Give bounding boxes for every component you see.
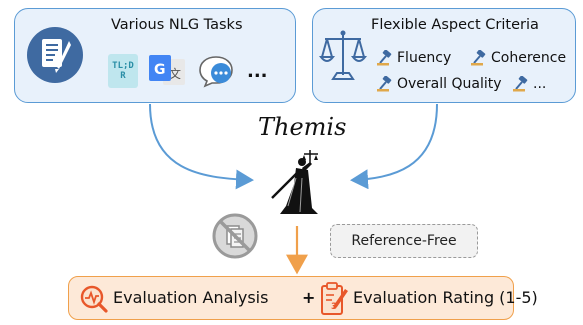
plus-sign: + [302, 288, 316, 307]
criterion-more: ... [513, 76, 546, 92]
themis-title: Themis [258, 113, 347, 141]
chat-bubble-icon [199, 56, 233, 88]
translate-icon: 文 G [149, 55, 185, 85]
gavel-icon [471, 50, 486, 66]
criterion-fluency-label: Fluency [397, 50, 452, 66]
gavel-icon [377, 76, 392, 92]
rating-icon-number: 3 [331, 302, 338, 312]
criterion-overall-quality-label: Overall Quality [397, 76, 502, 92]
svg-text:G: G [154, 62, 166, 78]
arrow-criteria-to-themis [350, 103, 438, 190]
aspect-criteria-panel: Flexible Aspect Criteria Fluency [312, 8, 576, 103]
criterion-coherence: Coherence [471, 50, 566, 66]
evaluation-analysis-label: Evaluation Analysis [113, 288, 269, 307]
tasks-title: Various NLG Tasks [111, 17, 243, 33]
balance-scale-icon [319, 30, 367, 80]
tldr-summarization-icon: TL;DR [108, 54, 138, 88]
criterion-fluency: Fluency [377, 50, 451, 66]
evaluation-output-bar: Evaluation Analysis + 3 Evaluation Ratin… [68, 276, 538, 320]
criteria-title: Flexible Aspect Criteria [371, 17, 539, 33]
writing-document-icon [27, 27, 83, 83]
themis-statue-icon [271, 150, 318, 214]
magnifier-analysis-icon [80, 285, 108, 313]
gavel-icon [377, 50, 392, 66]
tldr-text: TL;DR [112, 61, 134, 81]
reference-free-label: Reference-Free [351, 233, 457, 249]
reference-free-box: Reference-Free [330, 224, 478, 258]
svg-text:文: 文 [169, 66, 181, 81]
criterion-more-label: ... [533, 76, 547, 92]
evaluation-rating-label: Evaluation Rating (1-5) [353, 288, 538, 307]
more-tasks-ellipsis: ... [247, 61, 268, 82]
criterion-overall-quality: Overall Quality [377, 76, 502, 92]
rating-clipboard-icon [321, 282, 348, 315]
gavel-icon [513, 76, 528, 92]
arrow-tasks-to-themis [149, 103, 254, 190]
no-reference-document-icon [212, 213, 258, 259]
criterion-coherence-label: Coherence [491, 50, 567, 66]
nlg-tasks-panel: Various NLG Tasks TL;DR 文 G ... [14, 8, 296, 103]
